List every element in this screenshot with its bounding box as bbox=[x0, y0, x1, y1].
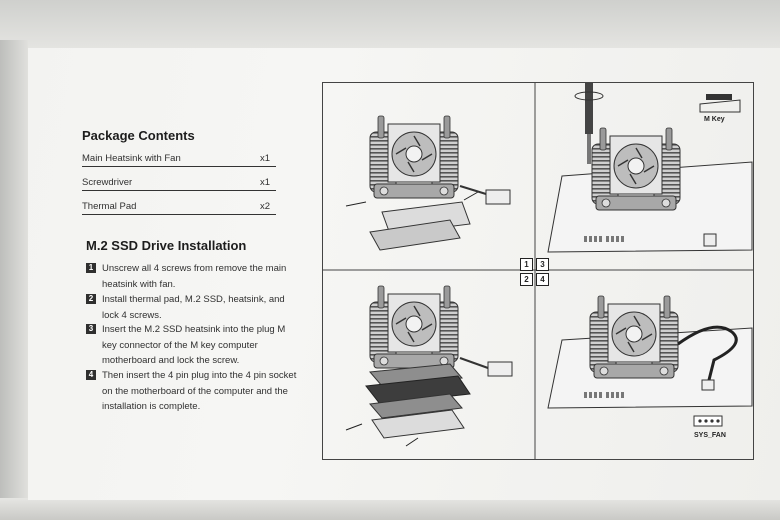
installation-title: M.2 SSD Drive Installation bbox=[86, 238, 247, 253]
package-item: Thermal Pad x2 bbox=[82, 198, 276, 215]
step-text: Unscrew all 4 screws from remove the mai… bbox=[102, 263, 287, 290]
m-key-label: M Key bbox=[704, 116, 725, 123]
package-item: Screwdriver x1 bbox=[82, 174, 276, 191]
panel-number: 3 bbox=[536, 258, 549, 271]
step-number: 1 bbox=[86, 263, 96, 273]
installation-diagram: 1 3 2 4 M Key SYS_FAN bbox=[322, 82, 754, 460]
step-text: Insert the M.2 SSD heatsink into the plu… bbox=[102, 324, 286, 366]
panel-number: 2 bbox=[520, 273, 533, 286]
step-number: 4 bbox=[86, 370, 96, 380]
box-bottom-edge bbox=[0, 498, 780, 520]
package-item-name: Screwdriver bbox=[82, 177, 133, 188]
sys-fan-label: SYS_FAN bbox=[694, 432, 726, 439]
diagram-drawing bbox=[322, 82, 754, 460]
package-item-qty: x1 bbox=[259, 177, 270, 188]
package-item-qty: x1 bbox=[259, 153, 270, 164]
step-text: Install thermal pad, M.2 SSD, heatsink, … bbox=[102, 294, 285, 321]
panel-number: 4 bbox=[536, 273, 549, 286]
box-lid bbox=[0, 0, 780, 48]
step-number: 3 bbox=[86, 324, 96, 334]
box-side bbox=[0, 40, 28, 520]
step-number: 2 bbox=[86, 294, 96, 304]
package-item: Main Heatsink with Fan x1 bbox=[82, 150, 276, 167]
package-contents-title: Package Contents bbox=[82, 128, 195, 143]
package-item-name: Main Heatsink with Fan bbox=[82, 153, 181, 164]
package-item-qty: x2 bbox=[259, 201, 270, 212]
step-text: Then insert the 4 pin plug into the 4 pi… bbox=[102, 370, 297, 412]
package-item-name: Thermal Pad bbox=[82, 201, 137, 212]
panel-number: 1 bbox=[520, 258, 533, 271]
